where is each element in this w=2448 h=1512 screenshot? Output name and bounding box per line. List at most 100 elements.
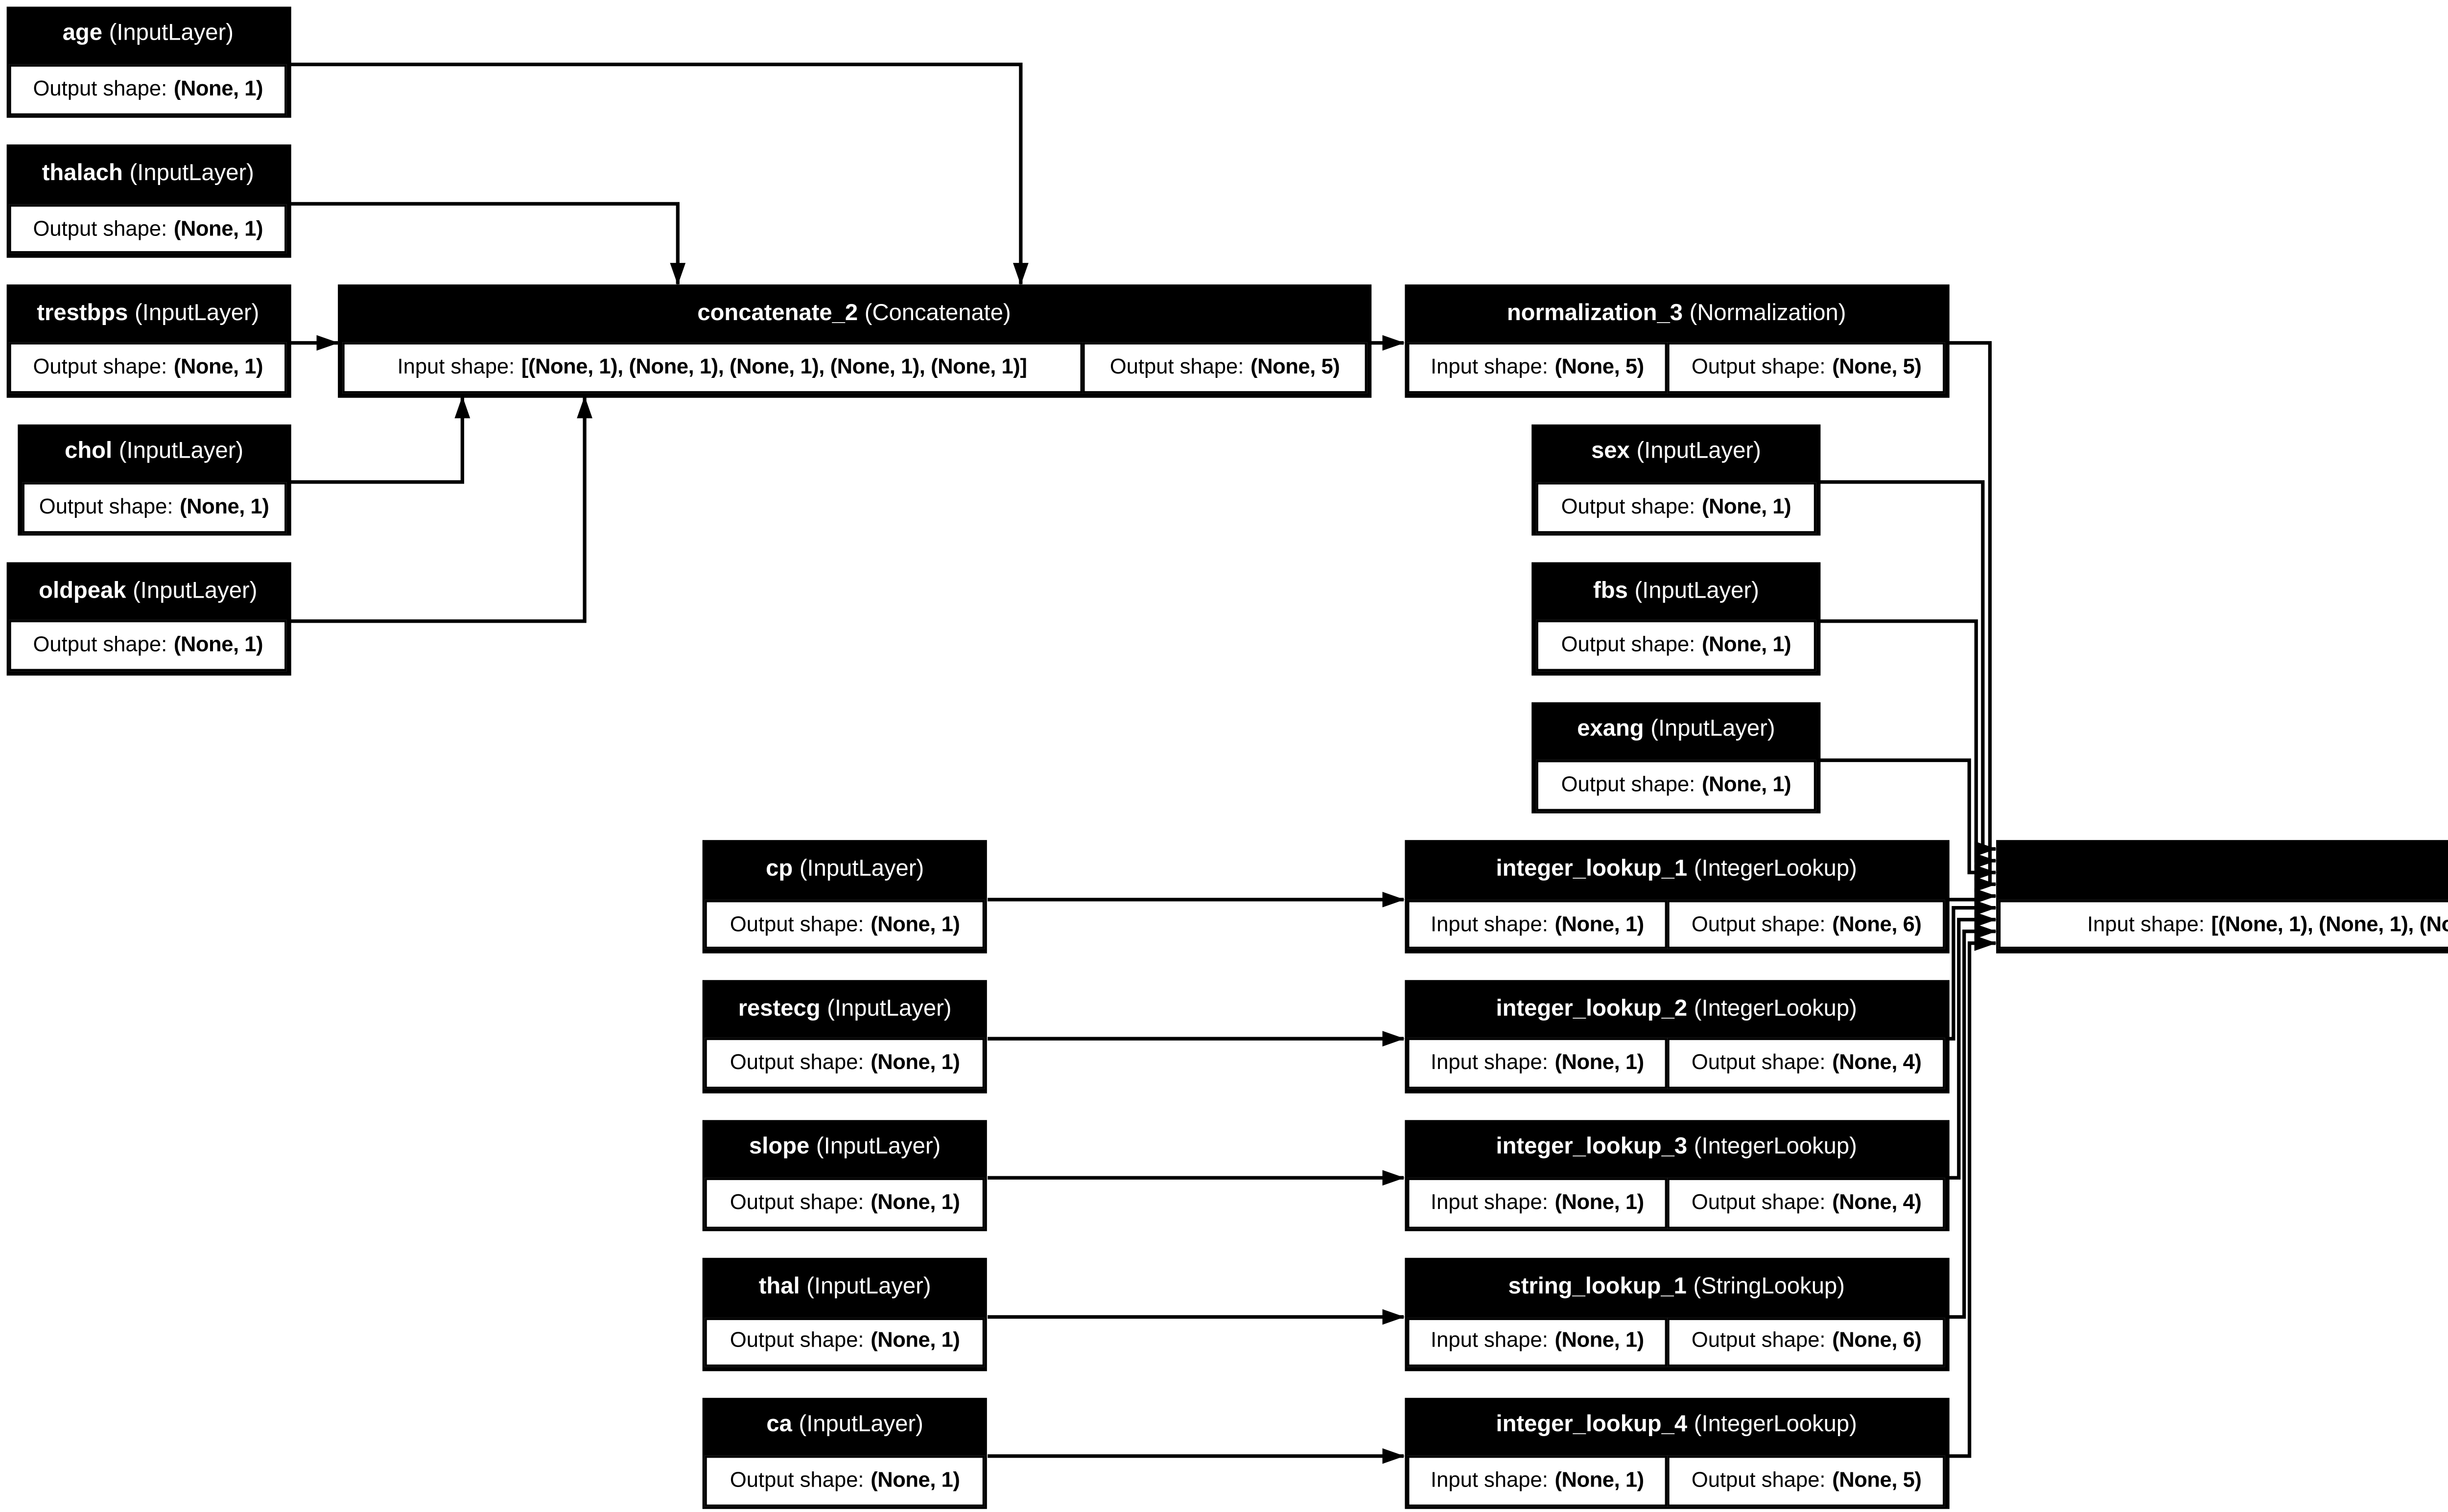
- shape-cells: Output shape:(None, 1): [706, 1178, 984, 1229]
- layer-type: (IntegerLookup): [1694, 858, 1857, 883]
- shape-label: Output shape:: [730, 912, 864, 937]
- layer-node-thalach: thalach(InputLayer)Output shape:(None, 1…: [5, 145, 290, 258]
- output-shape-cell: Output shape:(None, 1): [1535, 760, 1817, 811]
- shape-cells: Output shape:(None, 1): [1535, 482, 1817, 533]
- layer-name: chol: [65, 440, 113, 465]
- output-shape-cell: Output shape:(None, 5): [1083, 343, 1367, 394]
- layer-name: cp: [766, 858, 793, 883]
- layer-name: thal: [758, 1275, 800, 1300]
- output-shape-cell: Output shape:(None, 1): [706, 899, 984, 950]
- input-shape-cell: Input shape:(None, 1): [1407, 899, 1668, 950]
- layer-name: oldpeak: [39, 579, 126, 604]
- output-shape-cell: Output shape:(None, 1): [9, 343, 287, 394]
- layer-node-trestbps: trestbps(InputLayer)Output shape:(None, …: [5, 284, 290, 397]
- edge-normalization_3-to-concatenate_3: [1949, 341, 1997, 892]
- input-shape-cell: Input shape:[(None, 1), (None, 1), (None…: [1999, 899, 2448, 950]
- shape-label: Input shape:: [1431, 355, 1548, 380]
- layer-title: string_lookup_1(StringLookup): [1404, 1258, 1949, 1317]
- shape-label: Input shape:: [397, 355, 515, 380]
- shape-cells: Output shape:(None, 1): [706, 1039, 984, 1090]
- shape-label: Output shape:: [1691, 1329, 1826, 1354]
- shape-value: (None, 5): [1554, 355, 1644, 380]
- layer-node-string_lookup_1: string_lookup_1(StringLookup)Input shape…: [1404, 1258, 1950, 1371]
- shape-value: [(None, 1), (None, 1), (None, 1), (None,…: [521, 355, 1027, 380]
- shape-value: (None, 1): [173, 634, 263, 659]
- layer-node-sex: sex(InputLayer)Output shape:(None, 1): [1532, 423, 1820, 536]
- layer-node-restecg: restecg(InputLayer)Output shape:(None, 1…: [702, 980, 988, 1093]
- output-shape-cell: Output shape:(None, 1): [9, 204, 287, 255]
- layer-type: (IntegerLookup): [1694, 1414, 1857, 1439]
- shape-value: (None, 1): [1554, 1190, 1644, 1215]
- shape-label: Input shape:: [1431, 1190, 1548, 1215]
- layer-title: concatenate_3(Concatenate): [1996, 841, 2448, 900]
- layer-type: (InputLayer): [816, 1136, 941, 1161]
- shape-value: (None, 4): [1832, 1190, 1922, 1215]
- shape-label: Output shape:: [1691, 1469, 1826, 1494]
- shape-cells: Input shape:[(None, 1), (None, 1), (None…: [1999, 899, 2448, 950]
- shape-label: Input shape:: [1431, 1469, 1548, 1494]
- shape-label: Input shape:: [2087, 912, 2205, 937]
- shape-value: (None, 1): [1701, 773, 1791, 798]
- layer-title: slope(InputLayer): [702, 1119, 988, 1178]
- layer-type: (InputLayer): [109, 23, 234, 47]
- layer-type: (Normalization): [1689, 301, 1846, 326]
- layer-type: (InputLayer): [133, 579, 258, 604]
- layer-title: sex(InputLayer): [1532, 423, 1820, 482]
- layer-type: (InputLayer): [806, 1275, 931, 1300]
- layer-node-age: age(InputLayer)Output shape:(None, 1): [5, 5, 290, 118]
- shape-label: Output shape:: [39, 495, 173, 520]
- shape-value: (None, 1): [871, 1190, 960, 1215]
- shape-cells: Output shape:(None, 1): [1535, 621, 1817, 672]
- layer-type: (InputLayer): [129, 162, 254, 187]
- layer-type: (InputLayer): [799, 858, 924, 883]
- shape-value: (None, 6): [1832, 1329, 1922, 1354]
- shape-label: Output shape:: [1109, 355, 1244, 380]
- layer-title: normalization_3(Normalization): [1404, 284, 1949, 343]
- output-shape-cell: Output shape:(None, 1): [706, 1456, 984, 1507]
- layer-node-exang: exang(InputLayer)Output shape:(None, 1): [1532, 701, 1820, 814]
- shape-value: (None, 1): [1554, 912, 1644, 937]
- shape-label: Output shape:: [33, 355, 167, 380]
- shape-value: (None, 1): [180, 495, 269, 520]
- layer-node-slope: slope(InputLayer)Output shape:(None, 1): [702, 1119, 988, 1232]
- layer-type: (IntegerLookup): [1694, 997, 1857, 1022]
- layer-node-normalization_3: normalization_3(Normalization) Input shap…: [1404, 284, 1950, 397]
- shape-label: Output shape:: [1561, 634, 1695, 659]
- layer-title: cp(InputLayer): [702, 841, 988, 900]
- shape-cells: Output shape:(None, 1): [1535, 760, 1817, 811]
- shape-cells: Output shape:(None, 1): [706, 899, 984, 950]
- edge-integer_lookup_4-to-concatenate_3: [1949, 935, 1997, 1458]
- shape-label: Output shape:: [33, 216, 167, 241]
- layer-name: string_lookup_1: [1508, 1275, 1687, 1300]
- layer-node-oldpeak: oldpeak (InputLayer) Output shape:(None, 1…: [5, 562, 290, 675]
- shape-label: Output shape:: [730, 1469, 864, 1494]
- layer-title: chol(InputLayer): [18, 423, 290, 482]
- shape-label: Output shape:: [730, 1051, 864, 1076]
- shape-label: Output shape:: [1691, 1190, 1826, 1215]
- shape-cells: Output shape:(None, 1): [9, 343, 287, 394]
- shape-cells: Input shape:[(None, 1), (None, 1), (None…: [341, 343, 1367, 394]
- output-shape-cell: Output shape:(None, 4): [1667, 1178, 1946, 1229]
- edge-thalach-to-concatenate_2: [290, 202, 686, 285]
- input-shape-cell: Input shape:[(None, 1), (None, 1), (None…: [341, 343, 1083, 394]
- shape-label: Output shape:: [1691, 355, 1826, 380]
- layer-type: (Concatenate): [864, 301, 1011, 326]
- output-shape-cell: Output shape:(None, 1): [9, 621, 287, 672]
- layer-node-integer_lookup_3: integer_lookup_3(IntegerLookup)Input sha…: [1404, 1119, 1950, 1232]
- layer-title: integer_lookup_4(IntegerLookup): [1404, 1397, 1949, 1456]
- edge-exang-to-concatenate_3: [1820, 758, 1997, 881]
- layer-name: age: [62, 23, 102, 47]
- shape-cells: Output shape:(None, 1): [9, 621, 287, 672]
- layer-title: fbs(InputLayer): [1532, 562, 1820, 621]
- layer-title: exang(InputLayer): [1532, 701, 1820, 760]
- layer-name: trestbps: [37, 301, 128, 326]
- edge-integer_lookup_3-to-concatenate_3: [1949, 911, 1997, 1180]
- layer-name: integer_lookup_1: [1496, 858, 1688, 883]
- shape-value: (None, 1): [1701, 495, 1791, 520]
- layer-title: ca(InputLayer): [702, 1397, 988, 1456]
- layer-title: thal(InputLayer): [702, 1258, 988, 1317]
- output-shape-cell: Output shape:(None, 1): [706, 1039, 984, 1090]
- layer-type: (InputLayer): [1650, 719, 1775, 744]
